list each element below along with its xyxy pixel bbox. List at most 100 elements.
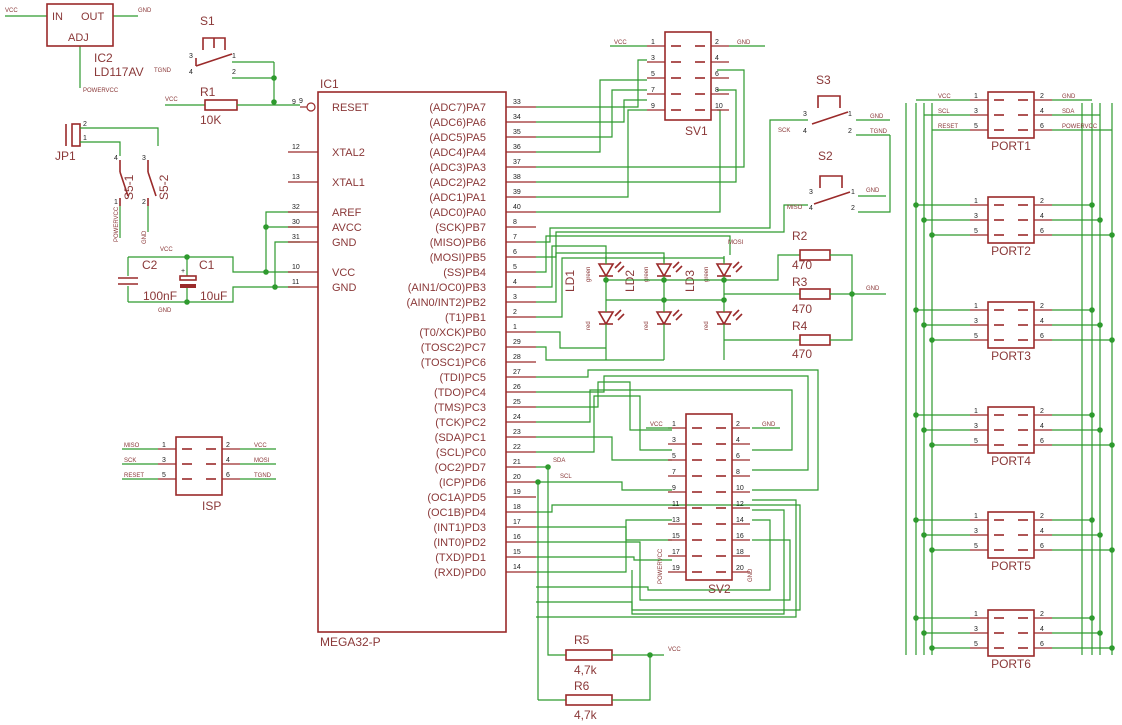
ic1-right-pin-label: (ADC1)PA1 [429,192,486,204]
ic1-right-pin-number: 40 [513,204,521,211]
ic1-right-pins: 33(ADC7)PA734(ADC6)PA635(ADC5)PA536(ADC4… [407,99,536,579]
port1-right-signal: POWERVCC [1062,124,1098,130]
ic1-right-pin-number: 37 [513,159,521,166]
led-color-label: green [586,267,592,282]
port-name: PORT3 [991,349,1031,363]
ic1-right-pin-label: (ADC2)PA2 [429,177,486,189]
port-junction [913,307,919,313]
s3-name: S3 [816,73,831,87]
port-pin-number: 2 [1040,303,1044,310]
ic1-left-pin-number: 30 [292,219,300,226]
led-color-label: green [704,267,710,282]
port-junction [921,630,927,636]
ic1-right-pin-number: 7 [513,234,517,241]
c1-value: 10uF [200,289,227,303]
sv2-vcc-label: VCC [650,422,663,428]
port-junction [921,322,927,328]
port-pin-number: 2 [1040,93,1044,100]
ic1-right-pin-number: 39 [513,189,521,196]
ic1-right-pin-number: 36 [513,144,521,151]
led-emission-arrow [617,313,625,321]
svg-text:+: + [181,268,185,275]
ic1-right-pin-number: 34 [513,114,521,121]
port-junction [1109,645,1115,651]
svg-text:3: 3 [803,111,807,118]
s5-1-name: S5-1 [122,174,136,200]
led-diode-triangle [655,311,673,326]
ic1-right-pin-label: (T0/XCK)PB0 [419,327,486,339]
ic1-right-pin-label: (ADC3)PA3 [429,162,486,174]
ic1-right-pin-label: (ADC0)PA0 [429,207,486,219]
port-junction [1109,442,1115,448]
ic1-right-pin-number: 19 [513,489,521,496]
ic1-left-pin-label: RESET [332,102,369,114]
svg-text:1: 1 [114,199,118,206]
ic1-right-pin-label: (TOSC1)PC6 [421,357,486,369]
isp-pin-number: 5 [162,472,166,479]
port1-left-signal: RESET [938,124,958,130]
scl-net-label: SCL [560,474,572,480]
port1-left-signal: SCL [938,109,950,115]
pullup-resistors: R5 4,7k R6 4,7k VCC [565,633,681,722]
ic1-right-pin-label: (ADC4)PA4 [429,147,486,159]
sv1-pin-number: 3 [651,55,655,62]
port-junction [929,645,935,651]
ic1-right-pin-number: 5 [513,264,517,271]
port-junction [1089,517,1095,523]
ic2-value: LD117AV [94,65,144,79]
s1-name: S1 [200,14,215,28]
s1-tgnd-label: TGND [154,68,172,74]
sv2-pin-number: 11 [672,501,679,508]
ic1-right-pin-label: (ICP)PD6 [439,477,486,489]
ic1-right-pin-label: (RXD)PD0 [434,567,486,579]
sv2-pin-number: 20 [736,565,744,572]
ic1-right-pin-number: 22 [513,444,521,451]
ic1-right-pin-label: (TCK)PC2 [435,417,486,429]
ic1-right-pin-label: (OC1B)PD4 [427,507,486,519]
sv1-gnd-label: GND [737,40,751,46]
port-pin-number: 5 [974,228,978,235]
ic1-right-pin-number: 35 [513,129,521,136]
sv2-pin-number: 9 [672,485,676,492]
ic1-right-pin-label: (AIN0/INT2)PB2 [407,297,486,309]
port-pin-number: 6 [1040,228,1044,235]
ic1-right-pin-number: 23 [513,429,521,436]
ic1-left-pin-label: XTAL1 [332,177,365,189]
svg-text:1: 1 [83,135,87,142]
sv1-pin-number: 7 [651,87,655,94]
port-junction [1109,232,1115,238]
ic1-right-pin-number: 20 [513,474,521,481]
r1-resistor: VCC R1 10K 9 [165,85,303,127]
isp-left-signal: SCK [124,458,136,464]
port-pin-number: 1 [974,408,978,415]
port-junction [1109,547,1115,553]
port-pin-number: 1 [974,513,978,520]
led-diode-triangle [597,311,615,326]
port-pin-number: 1 [974,303,978,310]
led-color-label: green [644,267,650,282]
c2-value: 100nF [143,289,177,303]
port-junction [929,442,935,448]
ic1-right-pin-label: (MOSI)PB5 [430,252,486,264]
sv2-pin-number: 8 [736,469,740,476]
ic1-right-pin-number: 24 [513,414,521,421]
s2-gnd-label: GND [866,188,880,194]
sv2-pin-number: 4 [736,437,740,444]
ic1-right-pin-number: 28 [513,354,521,361]
port-pin-number: 4 [1040,213,1044,220]
sv2-pin-number: 7 [672,469,676,476]
port-name: PORT1 [991,139,1031,153]
ic1-right-pin-label: (OC1A)PD5 [427,492,486,504]
ic2-pin-adj: ADJ [68,32,89,44]
port-pin-number: 4 [1040,626,1044,633]
ic2-name: IC2 [94,51,113,65]
port-name: PORT5 [991,559,1031,573]
sv2-gnd-label: GND [762,422,776,428]
r3-name: R3 [792,275,808,289]
r5-value: 4,7k [574,663,598,677]
ic1-right-pin-label: (AIN1/OC0)PB3 [408,282,486,294]
svg-text:1: 1 [851,189,855,196]
